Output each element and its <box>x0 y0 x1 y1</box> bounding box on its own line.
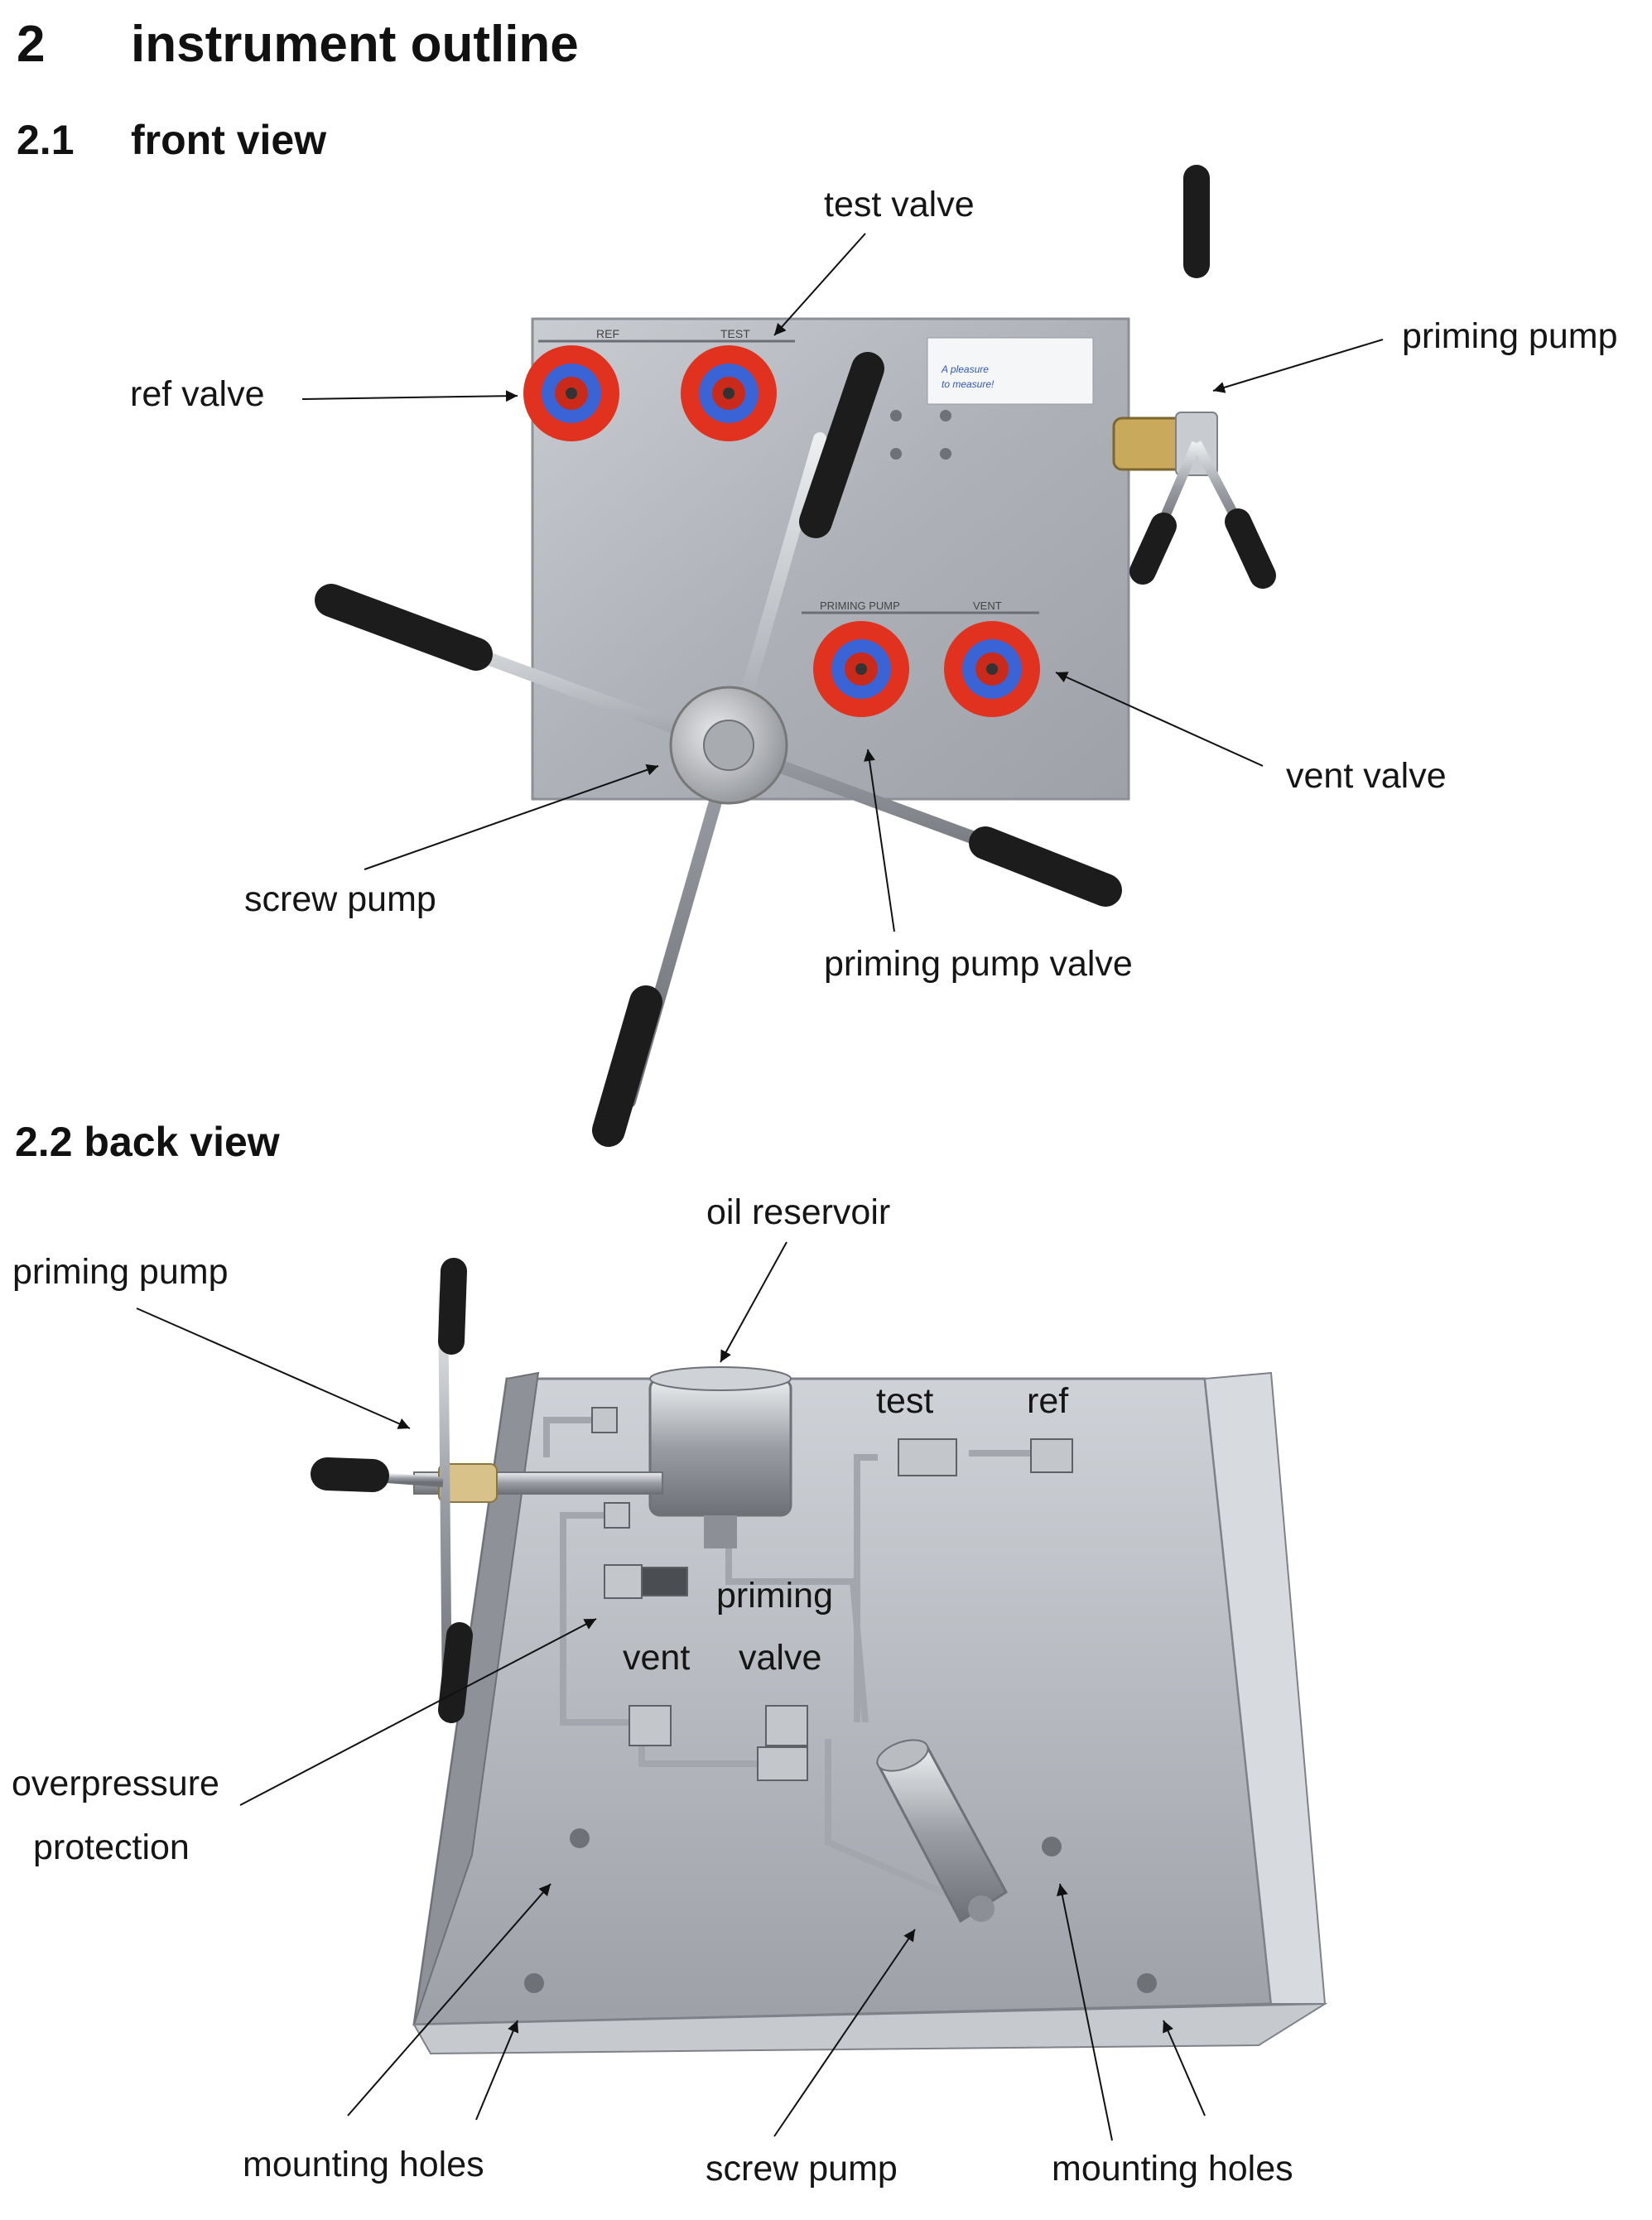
oil-reservoir <box>648 1366 792 1548</box>
test-valve-knob <box>681 345 777 441</box>
panel-label-priming: PRIMING PUMP <box>820 600 900 612</box>
priming-pump-valve-knob <box>813 621 909 717</box>
section-number: 2 <box>17 16 46 73</box>
fittings <box>591 1407 1073 1781</box>
label-priming-pump-back: priming pump <box>12 1252 229 1292</box>
section-title: instrument outline <box>131 16 579 73</box>
label-vent: vent <box>623 1638 691 1678</box>
panel-label-ref: REF <box>596 327 619 340</box>
label-overpressure: overpressure <box>12 1764 219 1803</box>
screw-pump-back <box>875 1739 1008 1924</box>
label-vent-valve: vent valve <box>1286 756 1447 796</box>
label-mounting-holes-left: mounting holes <box>243 2145 484 2184</box>
label-priming-pump-valve: priming pump valve <box>824 944 1133 984</box>
back-view-title: 2.2 back view <box>15 1119 280 1165</box>
label-valve: valve <box>739 1638 822 1678</box>
priming-pump-back <box>311 1258 663 1723</box>
label-oil-reservoir: oil reservoir <box>706 1192 891 1232</box>
label-test-valve: test valve <box>824 185 975 224</box>
label-ref-valve: ref valve <box>130 374 265 414</box>
label-priming: priming <box>716 1576 833 1616</box>
screw-pump-handle <box>315 352 1122 1147</box>
label-priming-pump-front: priming pump <box>1402 316 1618 356</box>
front-view-title: front view <box>131 117 327 163</box>
label-screw-pump-back: screw pump <box>706 2149 898 2189</box>
label-protection: protection <box>33 1828 190 1867</box>
ref-valve-knob <box>523 345 619 441</box>
label-ref: ref <box>1027 1381 1069 1421</box>
back-tray <box>412 1371 1328 2055</box>
vent-valve-knob <box>944 621 1040 717</box>
label-screw-pump-front: screw pump <box>244 879 436 919</box>
panel-label-vent: VENT <box>973 600 1002 612</box>
label-mounting-holes-right: mounting holes <box>1052 2149 1293 2189</box>
back-leader-lines <box>136 1241 1206 2141</box>
front-view-number: 2.1 <box>17 117 75 163</box>
label-test: test <box>876 1381 934 1421</box>
front-panel: REF TEST PRIMING PUMP VENT A pleasure to… <box>531 317 1130 801</box>
priming-pump-front <box>1112 165 1276 589</box>
plate-line-1: A pleasure <box>941 364 989 375</box>
panel-label-test: TEST <box>720 327 750 340</box>
front-leader-lines <box>301 233 1384 932</box>
plate-line-2: to measure! <box>942 378 995 390</box>
